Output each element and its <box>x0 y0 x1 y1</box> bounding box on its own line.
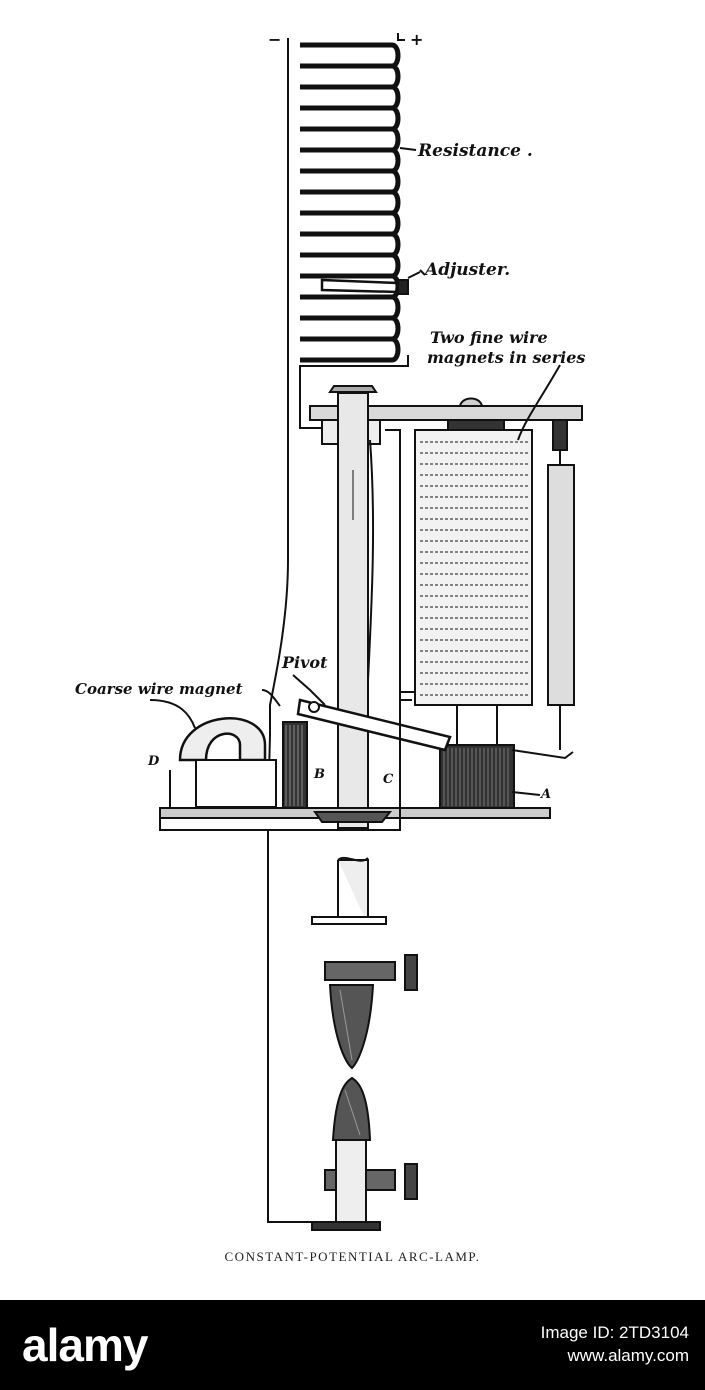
label-b: B <box>314 767 325 782</box>
fine-wire-coil <box>414 429 533 706</box>
lever-extension <box>511 749 574 760</box>
upper-carbon-tip <box>328 984 375 1070</box>
two-fine-pointer <box>517 364 561 441</box>
top-plate-bolt <box>458 397 484 407</box>
plus-terminal-label: + <box>410 30 424 49</box>
image-id: Image ID: 2TD3104 <box>540 1323 689 1342</box>
adjuster-slider <box>320 278 400 294</box>
pivot-label: Pivot <box>282 653 328 672</box>
base-frame <box>159 430 401 831</box>
flex-wire <box>367 439 375 681</box>
coarse-pointer-2 <box>261 689 281 707</box>
pivot-pointer <box>292 674 326 706</box>
arc-lamp-diagram <box>149 33 583 1231</box>
lower-carbon-foot <box>311 1221 381 1231</box>
dashpot-cylinder <box>547 464 575 706</box>
coarse-pointer <box>149 699 196 729</box>
alamy-logo[interactable]: alamy <box>22 1319 148 1371</box>
coil-lead-wire <box>399 699 412 710</box>
site-url[interactable]: www.alamy.com <box>567 1345 689 1365</box>
upper-carbon-rod <box>337 859 369 925</box>
resistance-label: Resistance . <box>418 141 533 161</box>
upper-carbon-break <box>337 856 369 862</box>
clamp-c <box>313 811 393 823</box>
a-pointer <box>511 791 541 796</box>
label-a: A <box>541 787 552 802</box>
adjuster-pointer <box>407 269 426 279</box>
lower-carbon-knob <box>404 1163 418 1200</box>
two-fine-wire-label-2: magnets in series <box>427 348 586 367</box>
adjuster-knob <box>397 279 409 295</box>
stock-footer: alamy Image ID: 2TD3104 www.alamy.com <box>0 1300 705 1390</box>
coil-top-cap <box>447 419 505 431</box>
negative-supply-wire <box>169 38 289 813</box>
diagram-caption: CONSTANT-POTENTIAL ARC-LAMP. <box>224 1249 481 1264</box>
resistance-lead <box>299 33 409 429</box>
lower-supply-wire <box>267 830 320 1223</box>
upper-carbon-collar <box>311 916 387 925</box>
minus-terminal-label: − <box>268 30 282 49</box>
resistance-coil <box>300 42 401 363</box>
lever-arm <box>296 698 452 752</box>
upper-carbon-knob <box>404 954 418 991</box>
coarse-magnet-base <box>195 759 277 808</box>
dashpot-hook <box>552 419 568 451</box>
coarse-magnet <box>178 717 267 762</box>
lever-pin <box>308 701 320 713</box>
carbon-rod <box>337 392 369 829</box>
lower-carbon-rod <box>335 1139 367 1223</box>
armature-b <box>282 721 308 811</box>
top-plate <box>309 405 583 421</box>
rod-cap <box>328 385 378 393</box>
coarse-wire-label: Coarse wire magnet <box>75 680 243 698</box>
label-d: D <box>148 754 160 769</box>
armature-a <box>439 744 515 811</box>
resistance-pointer <box>399 147 417 151</box>
image-meta: Image ID: 2TD3104 www.alamy.com <box>541 1322 689 1368</box>
adjuster-label: Adjuster. <box>425 260 511 280</box>
upper-carbon-clamp <box>324 961 396 981</box>
coil-windings <box>420 441 528 696</box>
label-c: C <box>383 772 394 787</box>
two-fine-wire-label-1: Two fine wire <box>430 328 548 347</box>
